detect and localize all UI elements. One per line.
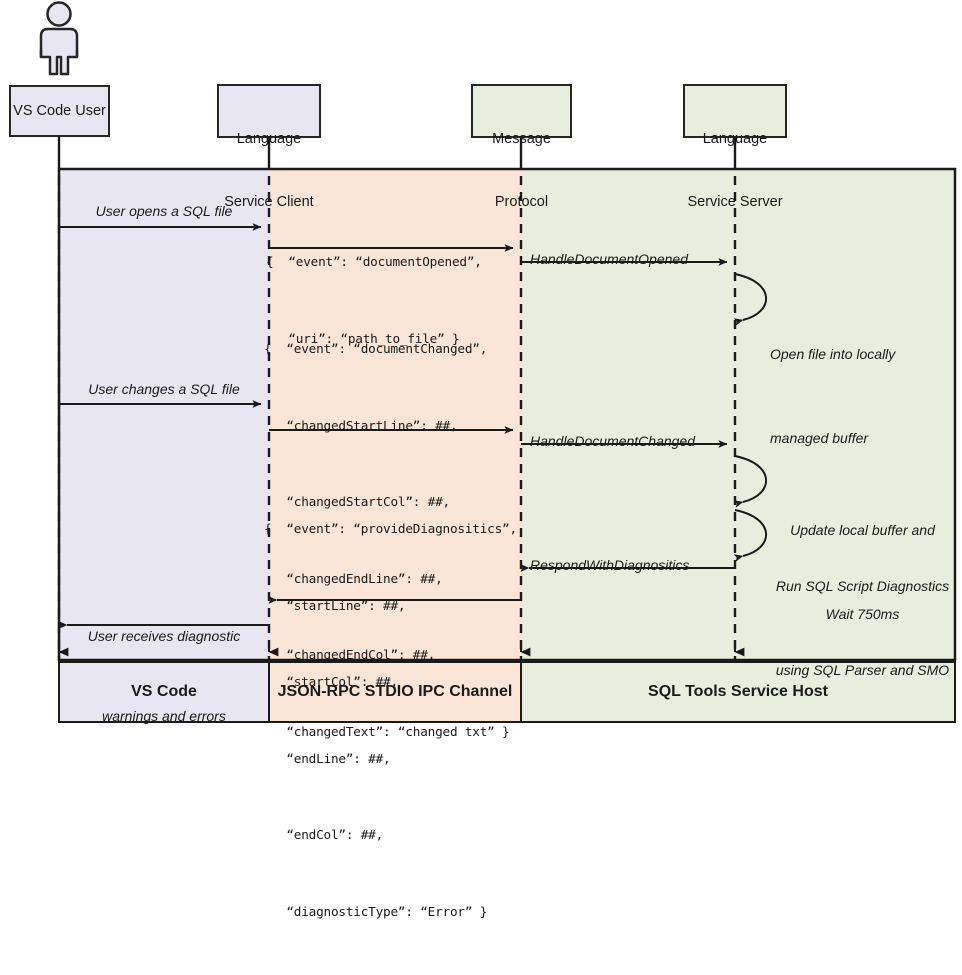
participant-label-line1: Message <box>492 131 551 147</box>
self-loop-open-file <box>733 273 768 326</box>
note-run-diagnostics: Run SQL Script Diagnostics using SQL Par… <box>770 516 955 740</box>
payload-line: “changedEndCol”: ##, <box>264 647 436 662</box>
payload-line: “changedStartLine”: ##, <box>264 417 458 433</box>
message-label-handle-document-opened: HandleDocumentOpened <box>530 251 688 267</box>
note-line2: Wait 750ms <box>825 606 900 622</box>
footer-label: SQL Tools Service Host <box>648 683 828 700</box>
payload-line: “startLine”: ##, <box>264 597 406 613</box>
participant-label-language-service-client: Language Service Client <box>218 85 320 210</box>
participant-label-line2: Service Server <box>687 193 783 210</box>
payload-line: “startCol”: ##, <box>264 674 398 689</box>
payload-line: “changedEndLine”: ##, <box>264 570 443 586</box>
lifeline-terminators <box>58 640 745 657</box>
note-update-buffer: Update local buffer and Wait 750ms <box>770 460 955 684</box>
message-label-user-opens-file: User opens a SQL file <box>95 203 233 219</box>
participant-label-line1: Language <box>236 131 302 147</box>
payload-line: “uri”: “path_to_file” } <box>266 330 460 346</box>
participant-label-language-service-server: Language Service Server <box>684 85 786 210</box>
footer-label: JSON-RPC STDIO IPC Channel <box>277 683 513 700</box>
participant-label-line2: Protocol <box>494 193 549 210</box>
message-label-user-changes-file: User changes a SQL file <box>88 381 240 397</box>
participant-label-message-protocol: Message Protocol <box>472 85 571 210</box>
message-label-line2: warnings and errors <box>102 707 226 724</box>
sequence-diagram: VS Code User Language Service Client Mes… <box>9 1 962 919</box>
diagram-canvas <box>9 1 957 723</box>
message-label-respond-with-diagnostics: RespondWithDiagnositics <box>530 557 690 573</box>
payload-line: “diagnosticType”: “Error” } <box>264 903 488 919</box>
vs-code-user-actor <box>39 1 79 76</box>
payload-line: { “event”: “documentOpened”, <box>266 254 482 269</box>
payload-line: “changedStartCol”: ##, <box>264 494 450 509</box>
band-service-host <box>521 169 955 660</box>
footer-cell-service-host: SQL Tools Service Host <box>521 662 955 722</box>
self-loop-update-buffer <box>733 455 768 508</box>
note-line2: managed buffer <box>770 430 869 446</box>
message-label-user-receives-diagnostics: User receives diagnostic warnings and er… <box>62 570 266 783</box>
note-line1: Open file into locally <box>770 346 896 362</box>
participant-label-vs-code-user: VS Code User <box>10 86 109 136</box>
band-ipc-channel <box>269 169 521 660</box>
note-line1: Update local buffer and <box>790 522 935 538</box>
participant-label-line1: Language <box>702 131 768 147</box>
payload-document-opened: { “event”: “documentOpened”, “uri”: “pat… <box>266 198 482 402</box>
participant-label-line1: VS Code User <box>13 102 106 119</box>
note-line1: Run SQL Script Diagnostics <box>775 578 950 594</box>
payload-line: “endCol”: ##, <box>264 827 384 842</box>
footer-band <box>58 661 956 723</box>
note-open-file: Open file into locally managed buffer <box>770 284 962 508</box>
self-loop-run-diagnostics <box>733 509 768 562</box>
message-label-handle-document-changed: HandleDocumentChanged <box>530 433 695 449</box>
band-vs-code <box>59 169 269 660</box>
payload-line: { “event”: “documentChanged”, <box>264 341 488 356</box>
payload-line: “endLine”: ##, <box>264 750 391 766</box>
footer-cell-vs-code: VS Code <box>59 662 269 722</box>
payload-line: { “event”: “provideDiagnositics”, <box>264 521 517 536</box>
message-label-line1: User receives diagnostic <box>87 628 241 645</box>
note-line2: using SQL Parser and SMO <box>775 662 950 678</box>
participant-label-line2: Service Client <box>224 193 314 210</box>
footer-cell-ipc-channel: JSON-RPC STDIO IPC Channel <box>269 662 521 722</box>
footer-label: VS Code <box>131 683 197 700</box>
